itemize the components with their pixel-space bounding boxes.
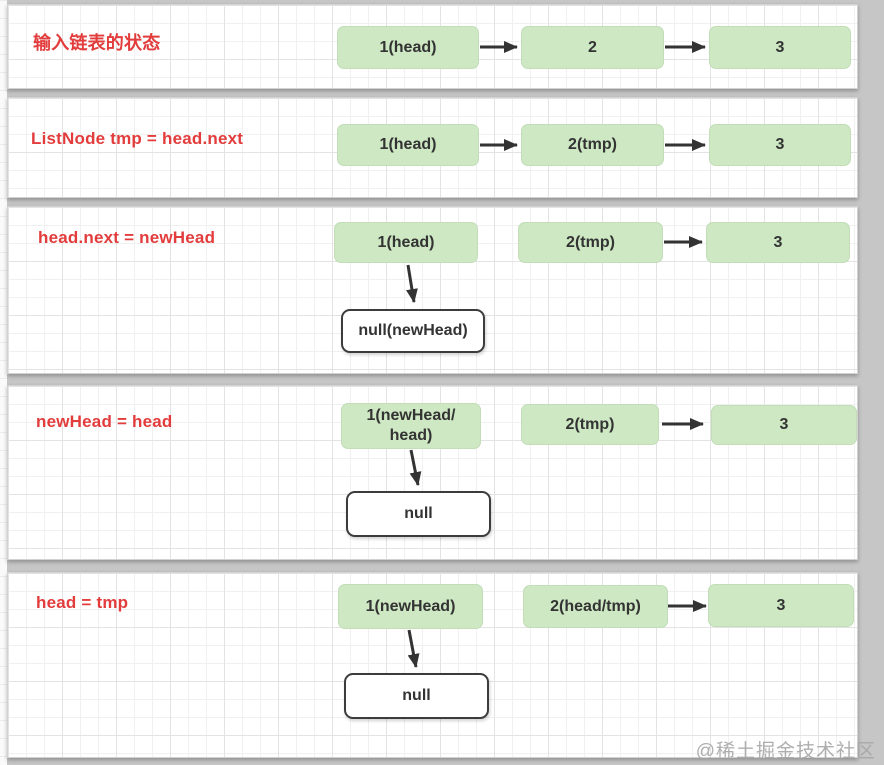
node-label: 3 xyxy=(775,38,785,56)
arrow-right-icon xyxy=(665,139,706,151)
node-label: 3 xyxy=(776,596,786,614)
node-label: 2(tmp) xyxy=(566,233,615,251)
list-node-3: 3 xyxy=(711,405,857,445)
list-node-3: 3 xyxy=(709,124,851,166)
node-label: 2(head/tmp) xyxy=(550,597,641,615)
node-label: 1(newHead/ head) xyxy=(366,407,456,444)
list-node-3: 3 xyxy=(706,222,850,263)
arrow-right-icon xyxy=(480,41,518,53)
list-node-1: 1(head) xyxy=(337,124,479,166)
step-panel-head-next: head.next = newHead 1(head) 2(tmp) 3 nul… xyxy=(7,206,858,374)
arrow-right-icon xyxy=(664,236,703,248)
step-panel-tmp-assign: ListNode tmp = head.next 1(head) 2(tmp) … xyxy=(7,97,858,198)
null-node: null xyxy=(346,491,491,537)
node-label: 3 xyxy=(779,416,789,433)
page-margin-strip xyxy=(0,0,7,765)
list-node-1: 1(head) xyxy=(334,222,478,263)
step-label: ListNode tmp = head.next xyxy=(31,129,244,148)
node-label: 2(tmp) xyxy=(568,136,617,153)
node-label: 2 xyxy=(588,38,597,56)
arrow-right-icon xyxy=(665,41,706,53)
node-label: 1(head) xyxy=(379,136,437,153)
node-label: null xyxy=(404,505,433,522)
arrow-right-icon xyxy=(662,418,704,430)
step-label: 输入链表的状态 xyxy=(33,33,161,53)
arrow-down-icon xyxy=(409,449,422,486)
node-label: null xyxy=(402,687,431,704)
arrow-right-icon xyxy=(668,600,707,612)
step-panel-head-tmp: head = tmp 1(newHead) 2(head/tmp) 3 null xyxy=(7,572,858,758)
list-node-3: 3 xyxy=(708,584,854,627)
null-node: null xyxy=(344,673,489,719)
node-label: 1(head) xyxy=(379,38,437,56)
list-node-3: 3 xyxy=(709,26,851,69)
node-label: 1(head) xyxy=(377,233,435,251)
list-node-2: 2(tmp) xyxy=(521,124,664,166)
step-label: head.next = newHead xyxy=(38,228,216,247)
site-watermark: @稀土掘金技术社区 xyxy=(695,741,876,762)
list-node-2: 2(head/tmp) xyxy=(523,585,668,628)
list-node-2: 2(tmp) xyxy=(521,404,659,445)
step-label: newHead = head xyxy=(36,412,173,431)
arrow-down-icon xyxy=(407,629,420,668)
step-panel-input-state: 输入链表的状态 1(head) 2 3 xyxy=(7,4,858,89)
node-label: 3 xyxy=(773,233,783,251)
step-label: head = tmp xyxy=(36,593,129,612)
null-node: null(newHead) xyxy=(341,309,485,353)
arrow-right-icon xyxy=(480,139,518,151)
arrow-down-icon xyxy=(405,264,418,303)
node-label: 2(tmp) xyxy=(565,415,615,433)
list-node-1: 1(head) xyxy=(337,26,479,69)
node-label: 1(newHead) xyxy=(365,597,456,615)
node-label: 3 xyxy=(775,136,785,153)
step-panel-newhead-assign: newHead = head 1(newHead/ head) 2(tmp) 3… xyxy=(7,385,858,560)
list-node-2: 2 xyxy=(521,26,664,69)
list-node-2: 2(tmp) xyxy=(518,222,663,263)
node-label: null(newHead) xyxy=(358,322,468,339)
list-node-1: 1(newHead) xyxy=(338,584,483,629)
list-node-1: 1(newHead/ head) xyxy=(341,403,481,449)
